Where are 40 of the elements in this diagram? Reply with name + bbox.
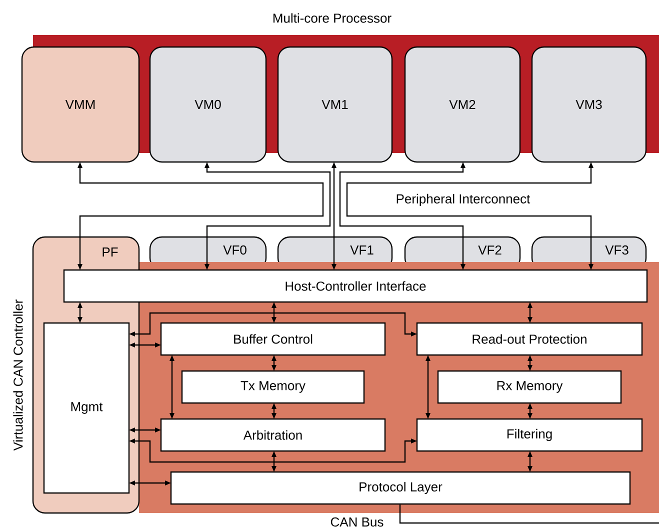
module-box: Tx Memory [181, 370, 365, 404]
arrow [129, 312, 417, 336]
arrow [170, 355, 174, 419]
interconnect-label: Peripheral Interconnect [396, 194, 530, 206]
arrow [528, 302, 532, 323]
vm-box: VM2 [404, 46, 521, 163]
arrow [339, 162, 466, 270]
arrow [528, 451, 532, 472]
arrow [346, 162, 594, 270]
arrow [129, 428, 161, 432]
arrow [528, 355, 532, 371]
module-box: Filtering [416, 418, 643, 452]
arrow [528, 403, 532, 419]
vm-box: VM1 [277, 46, 393, 163]
module-box: Rx Memory [437, 370, 622, 404]
arrow [272, 302, 276, 323]
arrow [78, 302, 82, 323]
module-box: Buffer Control [160, 322, 386, 356]
title: Multi-core Processor [273, 13, 392, 23]
module-box: Read-out Protection [416, 322, 643, 356]
module-box: Protocol Layer [170, 471, 631, 505]
arrow [272, 403, 276, 419]
vm-box: VM0 [149, 46, 267, 163]
module-box: Arbitration [160, 418, 386, 452]
bus-line [399, 504, 659, 524]
module-box: Mgmt [43, 322, 130, 494]
arrow [204, 162, 331, 270]
arrow [129, 342, 161, 348]
controller-label: Virtualized CAN Controller [13, 300, 23, 451]
arrow [332, 162, 336, 270]
vm-box: VM3 [531, 46, 647, 163]
arrow [129, 438, 417, 463]
arrow [272, 355, 276, 371]
arrow [426, 355, 430, 419]
arrow [129, 480, 171, 486]
module-box: Host-Controller Interface [63, 269, 648, 303]
arrow [78, 162, 324, 270]
arrow [272, 451, 276, 472]
bus-label: CAN Bus [330, 517, 384, 527]
vm-box: VMM [21, 46, 140, 163]
